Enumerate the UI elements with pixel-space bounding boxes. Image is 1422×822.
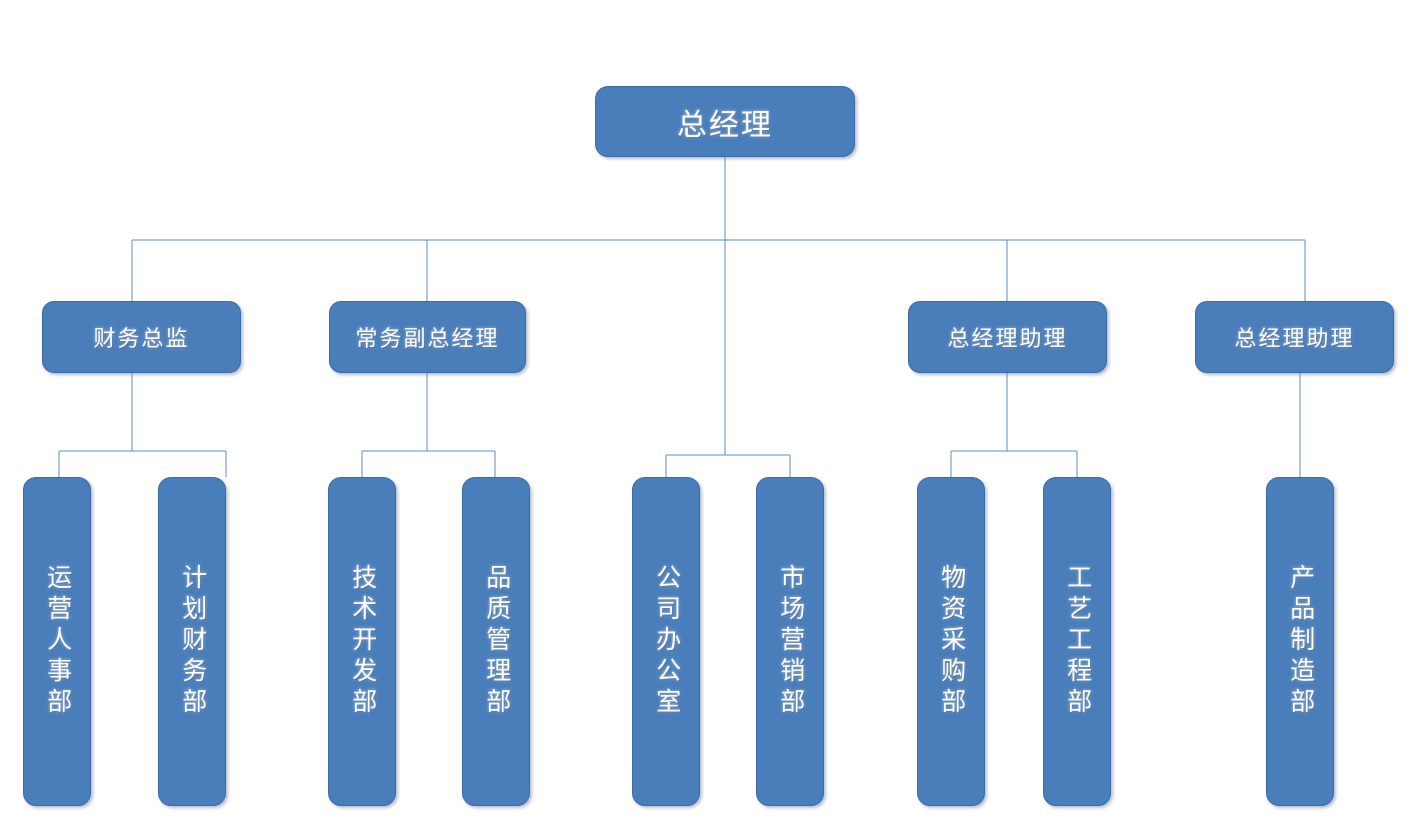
node-general-manager[interactable]: 总经理 (595, 86, 855, 157)
node-label: 公司办公室 (652, 564, 680, 719)
node-label: 运营人事部 (43, 564, 71, 719)
node-label: 物资采购部 (937, 564, 965, 719)
node-label: 技术开发部 (348, 564, 376, 719)
node-gm-assistant-2[interactable]: 总经理助理 (1195, 301, 1394, 373)
node-material-purchasing-department[interactable]: 物资采购部 (917, 477, 985, 806)
node-label: 市场营销部 (776, 564, 804, 719)
node-label: 总经理助理 (947, 326, 1068, 351)
node-label: 计划财务部 (178, 564, 206, 719)
node-label: 总经理 (677, 108, 773, 142)
node-company-office[interactable]: 公司办公室 (632, 477, 700, 806)
node-label: 总经理助理 (1234, 326, 1355, 351)
node-planning-finance-department[interactable]: 计划财务部 (158, 477, 226, 806)
node-label: 品质管理部 (482, 564, 510, 719)
node-cfo[interactable]: 财务总监 (42, 301, 241, 373)
node-label: 财务总监 (93, 326, 190, 351)
node-product-manufacturing-department[interactable]: 产品制造部 (1266, 477, 1334, 806)
node-marketing-department[interactable]: 市场营销部 (756, 477, 824, 806)
node-label: 产品制造部 (1286, 564, 1314, 719)
node-quality-management-department[interactable]: 品质管理部 (462, 477, 530, 806)
node-gm-assistant-1[interactable]: 总经理助理 (908, 301, 1107, 373)
node-label: 工艺工程部 (1063, 564, 1091, 719)
node-process-engineering-department[interactable]: 工艺工程部 (1043, 477, 1111, 806)
node-label: 常务副总经理 (355, 326, 500, 351)
node-executive-vice-president[interactable]: 常务副总经理 (329, 301, 526, 373)
node-technology-development-department[interactable]: 技术开发部 (328, 477, 396, 806)
node-operations-hr-department[interactable]: 运营人事部 (23, 477, 91, 806)
